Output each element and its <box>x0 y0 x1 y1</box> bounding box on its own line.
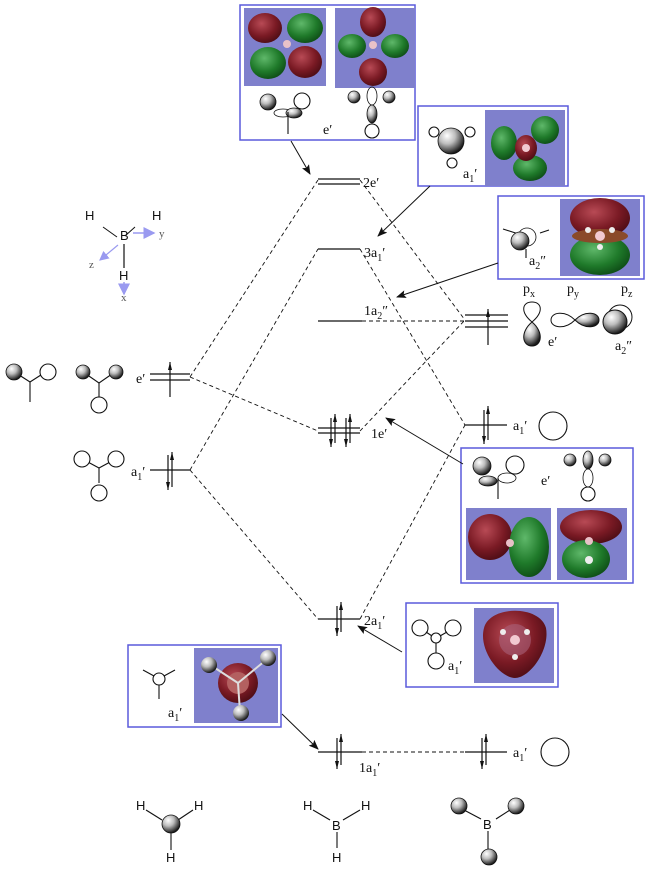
h3-a1-prime-level: a1′ <box>131 452 190 490</box>
salc-e-prime-1-icon <box>5 363 57 402</box>
electron-pair-icon <box>482 406 490 444</box>
callout-1a2-dprime: a2″ <box>497 195 645 280</box>
callout-2e-prime: e′ <box>239 4 416 141</box>
atom-h: H <box>166 850 175 865</box>
pointer-arrow <box>396 262 499 298</box>
s-orbital-icon <box>540 737 570 767</box>
callout-2a1-prime: a1′ <box>405 602 559 688</box>
level-label-3a1-prime: 3a1′ <box>364 246 385 264</box>
callout-label: e′ <box>323 123 332 138</box>
lcao-sketch-icon <box>502 227 550 258</box>
level-2e-prime: 2e′ <box>318 176 379 191</box>
lcao-sketch-icon <box>347 86 396 139</box>
lcao-sketch-icon <box>472 455 525 499</box>
lcao-sketch-icon <box>259 92 311 134</box>
p-label-z: pz <box>621 282 633 300</box>
electron-pair-icon <box>335 734 343 769</box>
callout-label: e′ <box>541 474 550 489</box>
lcao-sketch-icon <box>411 619 462 670</box>
callout-label: a1′ <box>168 706 182 724</box>
level-3a1-prime: 3a1′ <box>318 246 385 264</box>
atom-h: H <box>194 798 203 813</box>
py-orbital-icon <box>550 312 600 328</box>
s-orbital-icon <box>538 411 568 441</box>
salc-e-prime-2-icon <box>75 364 124 414</box>
level-label-2e-prime: 2e′ <box>363 176 379 191</box>
p-orbitals: px py pz e′ a2″ <box>523 282 633 357</box>
axis-label-x: x <box>121 292 127 304</box>
atom-b: B <box>483 817 492 832</box>
pointer-arrow <box>377 185 431 237</box>
axes-atom-h2: H <box>152 208 161 223</box>
axes-atom-h3: H <box>119 268 128 283</box>
level-1a2-dprime: 1a2″ <box>318 304 388 322</box>
p-label-x: px <box>523 282 535 300</box>
lcao-sketch-icon <box>142 669 176 699</box>
callout-3a1-prime: a1′ <box>417 105 569 187</box>
electron-pair-icon <box>480 734 488 769</box>
b-2s-level: a1′ <box>465 406 568 444</box>
p-label-y: py <box>567 282 579 300</box>
level-label-1a1-prime: 1a1′ <box>359 761 380 779</box>
bh3-structure: H H B H <box>303 798 370 865</box>
electron-pair-icon <box>329 414 352 447</box>
level-label-1a2-dprime: 1a2″ <box>364 304 388 322</box>
electron-pair-icon <box>335 602 343 636</box>
callout-label: a1′ <box>463 167 477 185</box>
px-orbital-icon <box>523 301 541 347</box>
h3-fragment-structure: H H H <box>136 798 203 865</box>
b-1s-label: a1′ <box>513 746 527 764</box>
lcao-sketch-icon <box>428 126 476 169</box>
level-2a1-prime: 2a1′ <box>318 602 385 636</box>
p-sym-a2-dprime: a2″ <box>615 339 632 357</box>
atom-b: B <box>332 818 341 833</box>
axes-atom-h1: H <box>85 208 94 223</box>
callout-label: a2″ <box>529 254 546 272</box>
b-1s-level: a1′ <box>465 734 570 769</box>
b-2p-level <box>465 309 508 345</box>
pointer-arrow <box>385 417 464 465</box>
axes-inset: H H B H y z x <box>85 208 165 304</box>
atom-h: H <box>303 798 312 813</box>
atom-h: H <box>136 798 145 813</box>
level-1e-prime: 1e′ <box>318 414 387 447</box>
pz-orbital-icon <box>602 304 633 335</box>
level-label-1e-prime: 1e′ <box>371 427 387 442</box>
axis-label-y: y <box>159 228 165 240</box>
level-1a1-prime: 1a1′ <box>318 734 380 779</box>
callout-label: a1′ <box>448 659 462 677</box>
pointer-arrow <box>357 625 403 653</box>
p-sym-e-prime: e′ <box>548 335 557 350</box>
callout-1e-prime: e′ <box>460 447 634 584</box>
atom-h: H <box>361 798 370 813</box>
b-orbital-structure: B <box>450 797 525 866</box>
h3-e-prime-label: e′ <box>136 372 145 387</box>
correlation-lines <box>189 179 466 753</box>
h3-e-prime-level: e′ <box>136 362 190 397</box>
b-2s-label: a1′ <box>513 419 527 437</box>
electron-up-icon <box>168 362 172 397</box>
callout-1a1-prime: a1′ <box>127 644 282 728</box>
level-label-2a1-prime: 2a1′ <box>364 614 385 632</box>
pointer-arrow <box>290 140 311 175</box>
pointer-arrow <box>281 713 319 750</box>
lcao-sketch-icon <box>563 450 612 502</box>
electron-pair-icon <box>166 452 174 490</box>
axes-atom-b: B <box>120 228 129 243</box>
atom-h: H <box>332 850 341 865</box>
h3-a1-prime-label: a1′ <box>131 465 145 483</box>
axis-label-z: z <box>89 259 94 271</box>
electron-up-icon <box>486 309 490 345</box>
salc-a1-prime-icon <box>73 450 125 502</box>
